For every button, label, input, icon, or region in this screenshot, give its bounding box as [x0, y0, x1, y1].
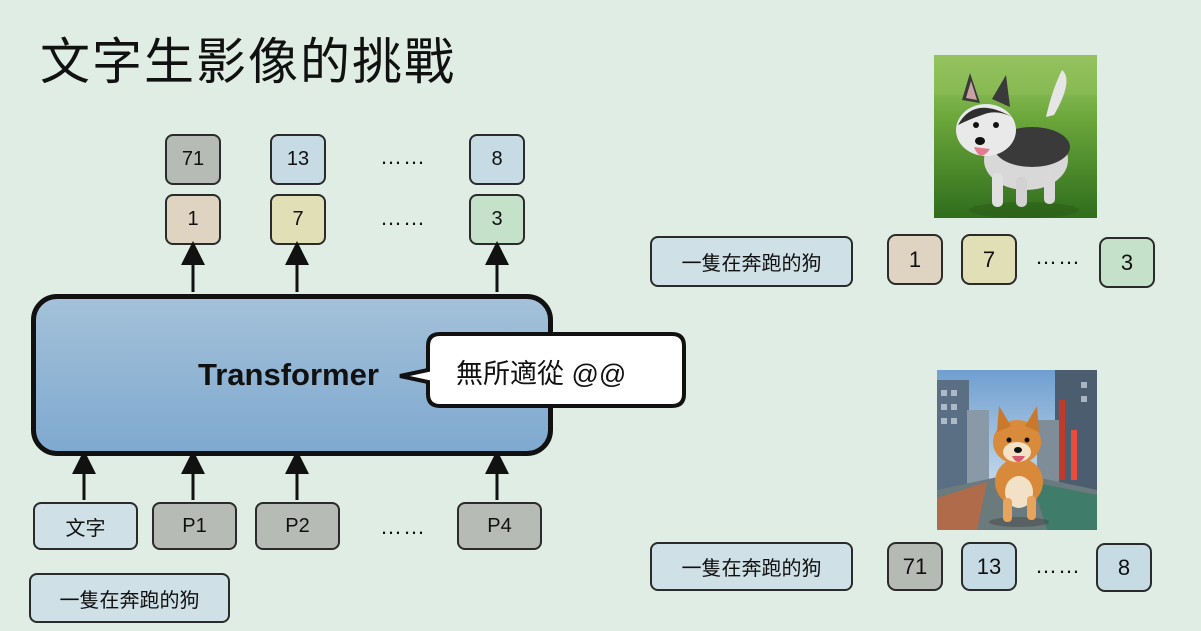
output-token: 7: [270, 194, 326, 245]
input-token: P4: [457, 502, 542, 550]
input-token: P2: [255, 502, 340, 550]
image-token: 8: [1096, 543, 1152, 592]
shiba-image: [937, 370, 1097, 530]
ellipsis: ……: [1035, 244, 1081, 269]
output-token: 13: [270, 134, 326, 185]
caption-box: 一隻在奔跑的狗: [650, 542, 853, 591]
image-token: 1: [887, 234, 943, 285]
page-title: 文字生影像的挑戰: [40, 33, 456, 91]
prompt-box: 一隻在奔跑的狗: [29, 573, 230, 623]
transformer-label: Transformer: [198, 357, 379, 392]
ellipsis: ……: [1035, 553, 1081, 578]
output-arrows: [181, 241, 509, 292]
husky-image: [934, 55, 1097, 218]
input-token: P1: [152, 502, 237, 550]
speech-bubble: [399, 332, 686, 408]
ellipsis: ……: [380, 144, 426, 169]
image-token: 7: [961, 234, 1017, 285]
image-token: 71: [887, 542, 943, 591]
image-token: 13: [961, 542, 1017, 591]
ellipsis: ……: [380, 514, 426, 539]
output-token: 1: [165, 194, 221, 245]
image-token: 3: [1099, 237, 1155, 288]
caption-box: 一隻在奔跑的狗: [650, 236, 853, 287]
input-token: 文字: [33, 502, 138, 550]
input-arrows: [72, 450, 509, 500]
speech-bubble-text: 無所適從 @@: [456, 359, 627, 389]
ellipsis: ……: [380, 205, 426, 230]
output-token: 71: [165, 134, 221, 185]
output-token: 8: [469, 134, 525, 185]
